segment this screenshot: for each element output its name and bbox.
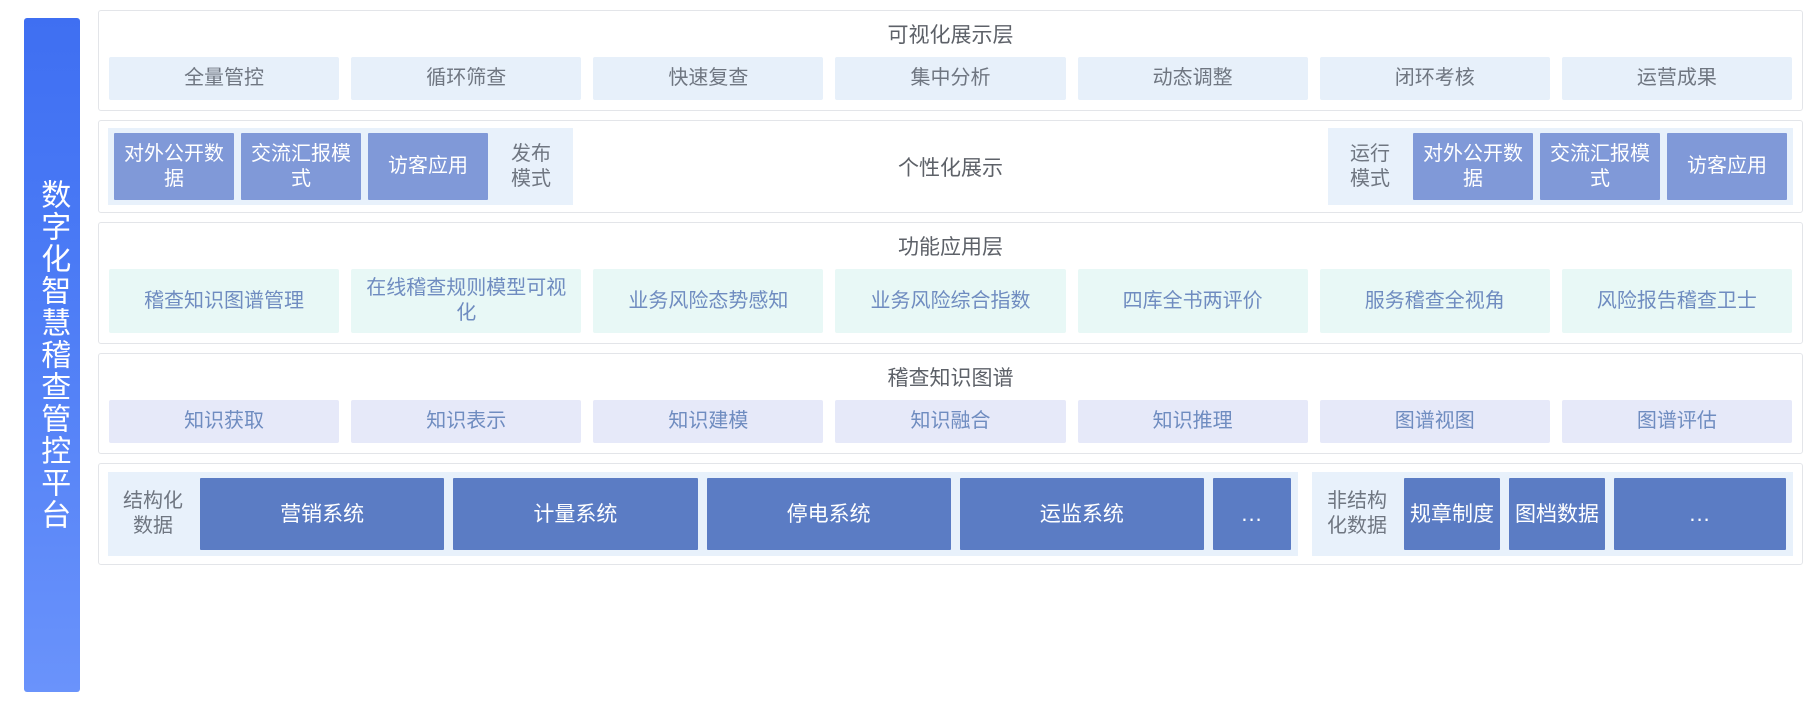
structured-data-group: 结构化数据 营销系统 计量系统 停电系统 运监系统 ... <box>108 472 1298 557</box>
publish-chip-report-mode[interactable]: 交流汇报模式 <box>241 133 361 201</box>
layer-visualization-items: 全量管控 循环筛查 快速复查 集中分析 动态调整 闭环考核 运营成果 <box>109 57 1792 101</box>
personalized-display-label: 个性化展示 <box>573 128 1328 206</box>
runtime-mode-group: 运行模式 对外公开数据 交流汇报模式 访客应用 <box>1328 128 1793 206</box>
platform-title-bar: 数字化智慧稽查管控平台 <box>24 18 80 692</box>
func-chip-4[interactable]: 业务风险综合指数 <box>835 269 1066 334</box>
kg-chip-2[interactable]: 知识表示 <box>351 400 582 444</box>
structured-data-label: 结构化数据 <box>123 490 183 538</box>
func-chip-6[interactable]: 服务稽查全视角 <box>1319 269 1550 334</box>
unstructured-data-group: 非结构化数据 规章制度 图档数据 ... <box>1312 472 1793 557</box>
publish-mode-label: 发布模式 <box>511 143 551 190</box>
structured-chip-more[interactable]: ... <box>1213 478 1291 551</box>
structured-chip-monitoring[interactable]: 运监系统 <box>959 478 1204 551</box>
structured-chip-marketing[interactable]: 营销系统 <box>200 478 445 551</box>
layer-functional: 功能应用层 稽查知识图谱管理 在线稽查规则模型可视化 业务风险态势感知 业务风险… <box>98 222 1803 345</box>
data-sources-row: 结构化数据 营销系统 计量系统 停电系统 运监系统 ... 非结构化数据 规章制… <box>108 472 1793 557</box>
vis-chip-5[interactable]: 动态调整 <box>1077 57 1308 101</box>
platform-title: 数字化智慧稽查管控平台 <box>36 179 70 531</box>
layer-visualization-title: 可视化展示层 <box>887 24 1014 47</box>
publish-chip-visitor-app[interactable]: 访客应用 <box>368 133 488 201</box>
modes-row: 对外公开数据 交流汇报模式 访客应用 发布模式 个性化展示 运行模式 对外公开数… <box>108 128 1793 206</box>
runtime-chip-report-mode[interactable]: 交流汇报模式 <box>1540 133 1660 201</box>
layer-knowledge-graph: 稽查知识图谱 知识获取 知识表示 知识建模 知识融合 知识推理 图谱视图 图谱评… <box>98 353 1803 455</box>
func-chip-2[interactable]: 在线稽查规则模型可视化 <box>351 269 582 334</box>
publish-mode-group: 对外公开数据 交流汇报模式 访客应用 发布模式 <box>108 128 573 206</box>
layer-stack: 可视化展示层 全量管控 循环筛查 快速复查 集中分析 动态调整 闭环考核 运营成… <box>98 10 1803 700</box>
func-chip-3[interactable]: 业务风险态势感知 <box>593 269 824 334</box>
runtime-chip-public-data[interactable]: 对外公开数据 <box>1413 133 1533 201</box>
kg-chip-6[interactable]: 图谱视图 <box>1319 400 1550 444</box>
func-chip-7[interactable]: 风险报告稽查卫士 <box>1561 269 1792 334</box>
vis-chip-3[interactable]: 快速复查 <box>593 57 824 101</box>
kg-chip-4[interactable]: 知识融合 <box>835 400 1066 444</box>
vis-chip-4[interactable]: 集中分析 <box>835 57 1066 101</box>
unstructured-chip-drawings[interactable]: 图档数据 <box>1509 478 1605 551</box>
kg-chip-7[interactable]: 图谱评估 <box>1561 400 1792 444</box>
vis-chip-6[interactable]: 闭环考核 <box>1319 57 1550 101</box>
layer-data-sources: 结构化数据 营销系统 计量系统 停电系统 运监系统 ... 非结构化数据 规章制… <box>98 463 1803 566</box>
unstructured-chip-more[interactable]: ... <box>1614 478 1786 551</box>
kg-chip-1[interactable]: 知识获取 <box>109 400 340 444</box>
layer-functional-items: 稽查知识图谱管理 在线稽查规则模型可视化 业务风险态势感知 业务风险综合指数 四… <box>109 269 1792 334</box>
layer-knowledge-graph-title: 稽查知识图谱 <box>887 367 1014 391</box>
layer-modes: 对外公开数据 交流汇报模式 访客应用 发布模式 个性化展示 运行模式 对外公开数… <box>98 120 1803 214</box>
vis-chip-1[interactable]: 全量管控 <box>109 57 340 101</box>
kg-chip-3[interactable]: 知识建模 <box>593 400 824 444</box>
unstructured-chip-regulations[interactable]: 规章制度 <box>1404 478 1500 551</box>
kg-chip-5[interactable]: 知识推理 <box>1077 400 1308 444</box>
structured-chip-metering[interactable]: 计量系统 <box>453 478 698 551</box>
func-chip-1[interactable]: 稽查知识图谱管理 <box>109 269 340 334</box>
layer-visualization: 可视化展示层 全量管控 循环筛查 快速复查 集中分析 动态调整 闭环考核 运营成… <box>98 10 1803 112</box>
layer-functional-title: 功能应用层 <box>898 236 1003 260</box>
structured-chip-outage[interactable]: 停电系统 <box>706 478 951 551</box>
publish-chip-public-data[interactable]: 对外公开数据 <box>114 133 234 201</box>
unstructured-data-label: 非结构化数据 <box>1327 490 1387 538</box>
vis-chip-7[interactable]: 运营成果 <box>1561 57 1792 101</box>
func-chip-5[interactable]: 四库全书两评价 <box>1077 269 1308 334</box>
runtime-chip-visitor-app[interactable]: 访客应用 <box>1667 133 1787 201</box>
vis-chip-2[interactable]: 循环筛查 <box>351 57 582 101</box>
layer-knowledge-graph-items: 知识获取 知识表示 知识建模 知识融合 知识推理 图谱视图 图谱评估 <box>109 400 1792 444</box>
runtime-mode-label: 运行模式 <box>1350 143 1390 190</box>
